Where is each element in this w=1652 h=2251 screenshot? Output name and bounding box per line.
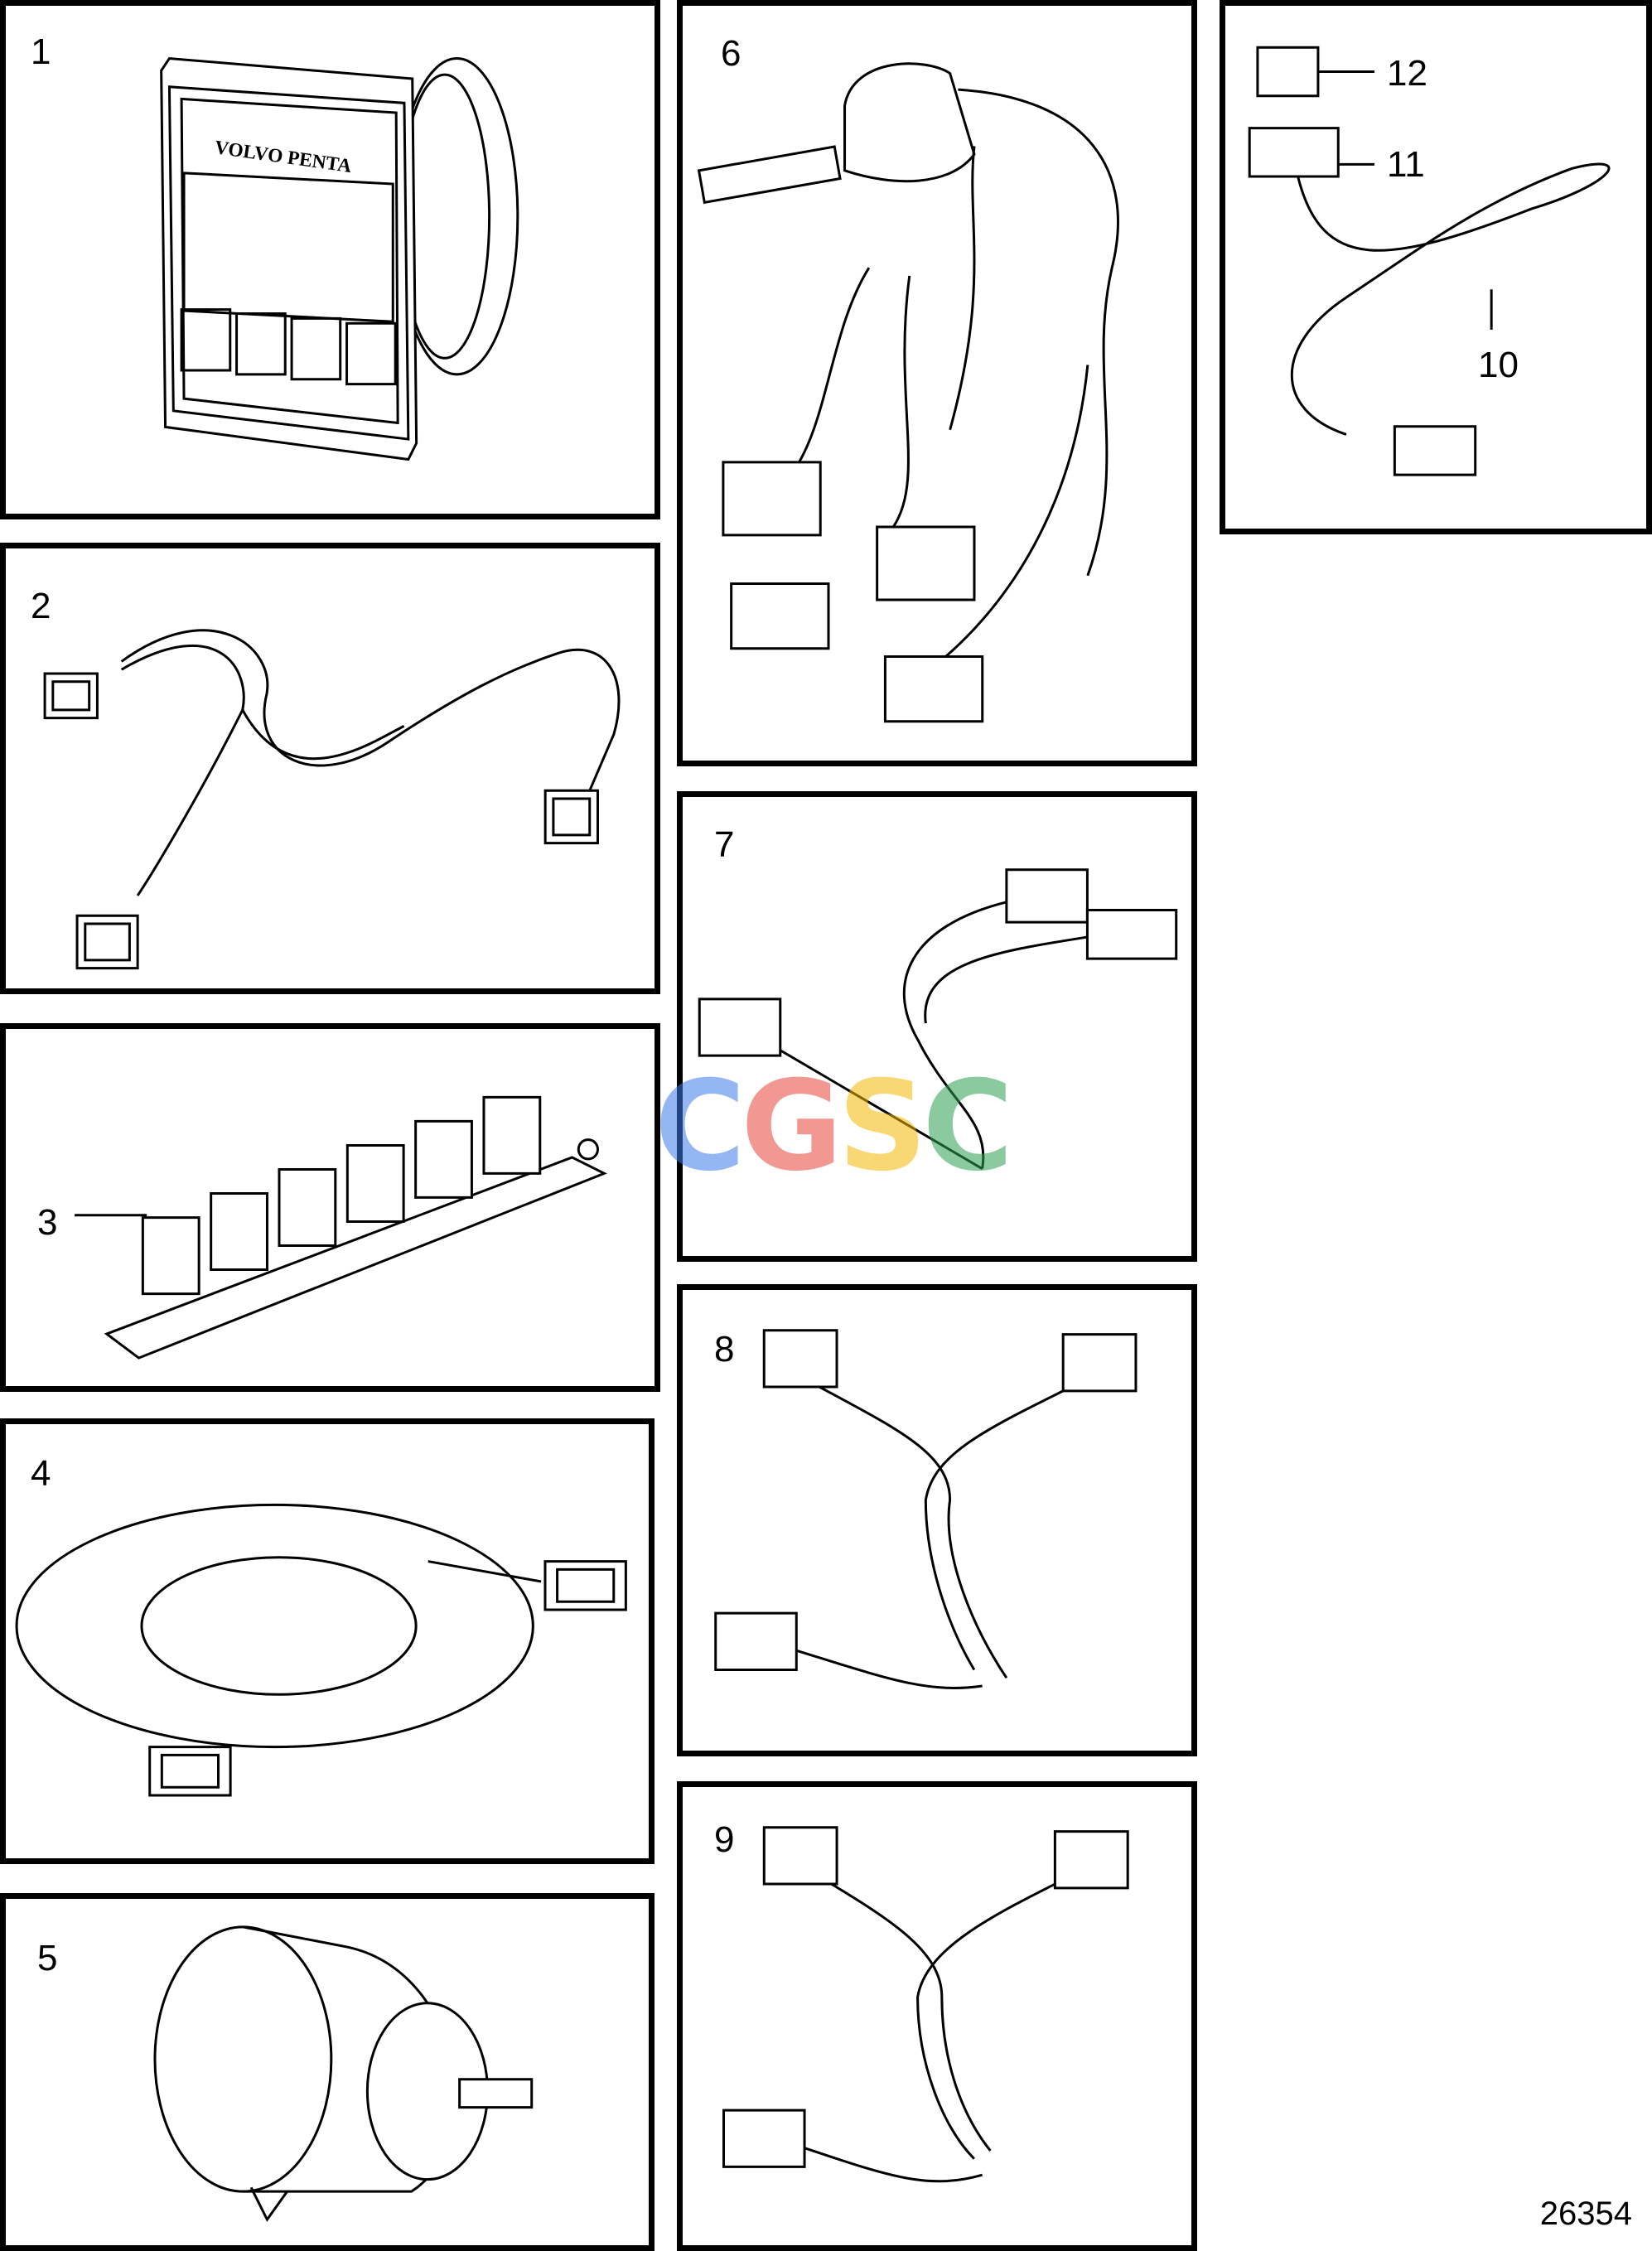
panel-3-connector-block: 3 [0,1023,660,1392]
item-number-4: 4 [31,1453,51,1494]
item-number-9: 9 [714,1819,735,1860]
harness-7-drawing [683,797,1191,1256]
y-harness-9-drawing [683,1787,1191,2245]
callout-11: 11 [1387,144,1425,185]
item-number-3: 3 [37,1202,58,1243]
panel-6-sensor-harness: 6 [677,0,1197,766]
panel-10-relay-harness: 12 11 10 [1220,0,1652,534]
potentiometer-5-drawing [6,1899,649,2245]
item-number-6: 6 [721,33,741,74]
panel-8-y-harness: 8 [677,1284,1197,1756]
display-drawing: VOLVO PENTA [6,6,655,514]
item-number-7: 7 [714,824,735,865]
harness-2-drawing [6,548,655,988]
panel-7-harness: 7 [677,791,1197,1262]
sensor-harness-6-drawing [683,6,1191,761]
y-harness-8-drawing [683,1290,1191,1751]
panel-9-y-harness: 9 [677,1781,1197,2251]
panel-1-display: 1 VOLVO PENTA [0,0,660,519]
item-number-2: 2 [31,586,51,626]
watermark: CGSC [655,1055,1013,1199]
document-number: 26354 [1539,2195,1632,2232]
callout-12: 12 [1387,53,1427,94]
panel-2-harness: 2 [0,543,660,994]
item-number-8: 8 [714,1329,735,1369]
panel-4-cable: 4 [0,1418,655,1864]
cable-4-drawing [6,1424,649,1858]
callout-10: 10 [1478,345,1519,385]
connector-block-drawing [6,1029,655,1386]
relay-harness-drawing [1225,6,1646,529]
item-number-1: 1 [31,31,51,72]
panel-5-potentiometer: 5 [0,1893,655,2251]
item-number-5: 5 [37,1938,58,1978]
